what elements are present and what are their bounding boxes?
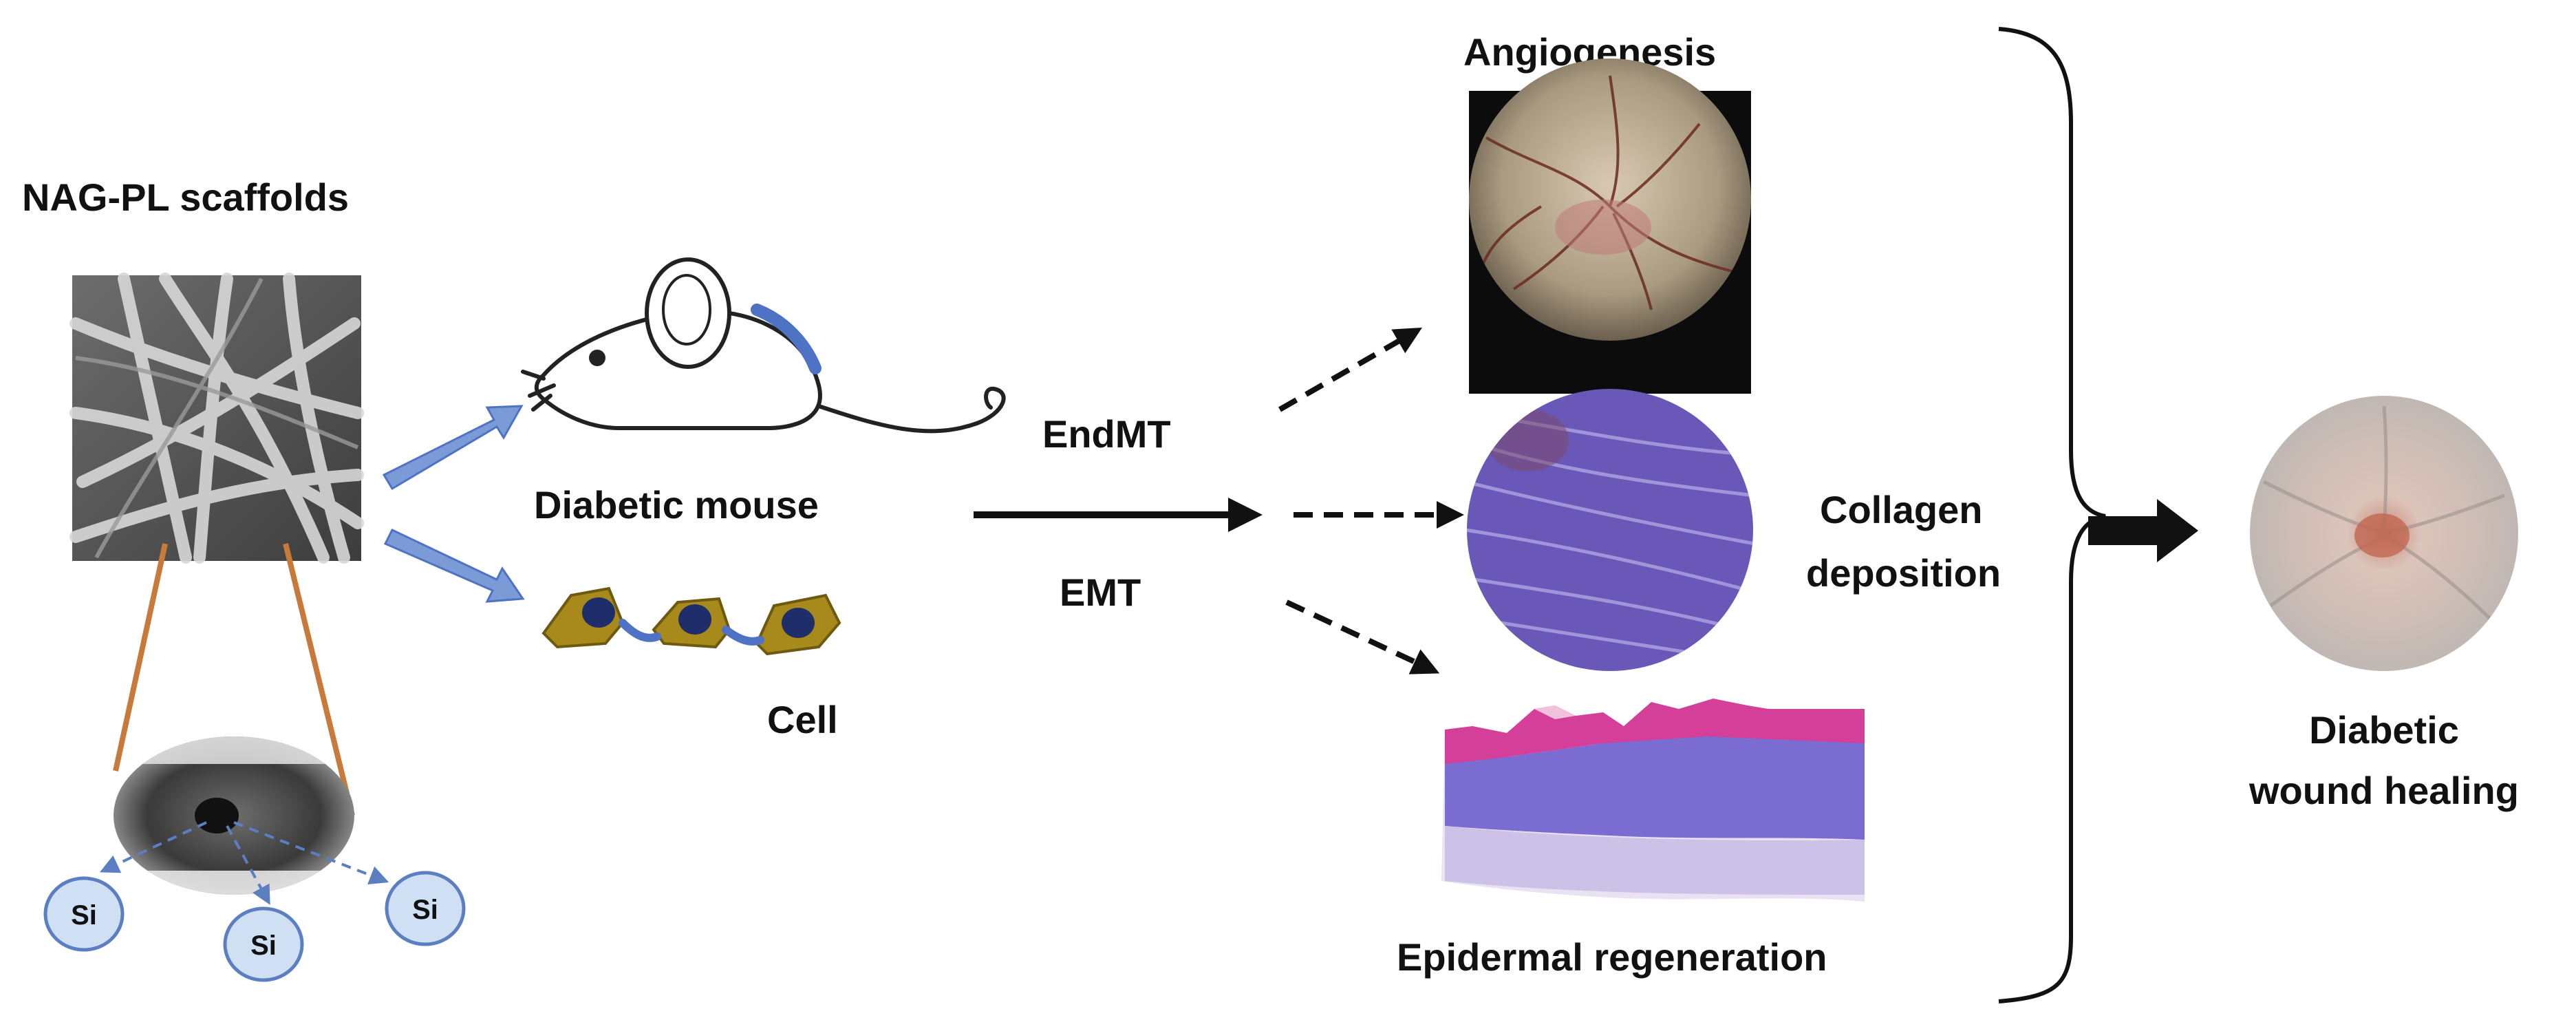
mouse-illustration: [521, 257, 1006, 434]
scaffold-sem-image: [69, 273, 364, 564]
si-node-2: Si: [223, 906, 304, 982]
dashed-arrows: [1278, 328, 1464, 674]
cell-illustration: [541, 586, 841, 656]
wound-photo: [2250, 396, 2518, 671]
cell-label: Cell: [767, 698, 838, 741]
zoom-line-right: [283, 543, 355, 816]
collagen-stain-image: [1467, 389, 1753, 671]
block-arrow-to-cell: [383, 529, 525, 603]
block-arrow-to-mouse: [382, 405, 524, 491]
healing-label-line1: Diabetic: [2309, 708, 2459, 752]
collagen-label-line1: Collagen: [1820, 488, 1982, 531]
scaffold-title: NAG-PL scaffolds: [22, 176, 349, 219]
collagen-label-line2: deposition: [1806, 551, 2001, 595]
mouse-label: Diabetic mouse: [534, 483, 819, 527]
final-arrow: [2088, 499, 2198, 562]
si-node-3: Si: [385, 871, 466, 946]
epidermis-histology-image: [1441, 699, 1865, 902]
tem-zoom-image: [114, 736, 354, 895]
angiogenesis-image: [1469, 59, 1751, 394]
endmt-label: EndMT: [1042, 412, 1171, 456]
emt-label: EMT: [1060, 571, 1141, 614]
epidermal-label: Epidermal regeneration: [1397, 935, 1827, 979]
zoom-line-left: [113, 543, 168, 772]
right-bracket: [1998, 27, 2106, 1003]
si-connectors: [99, 821, 389, 905]
si-node-1: Si: [43, 876, 125, 952]
healing-label-line2: wound healing: [2248, 769, 2519, 812]
svg-text:Si: Si: [412, 895, 438, 925]
svg-text:Si: Si: [71, 900, 97, 931]
svg-text:Si: Si: [250, 931, 277, 961]
